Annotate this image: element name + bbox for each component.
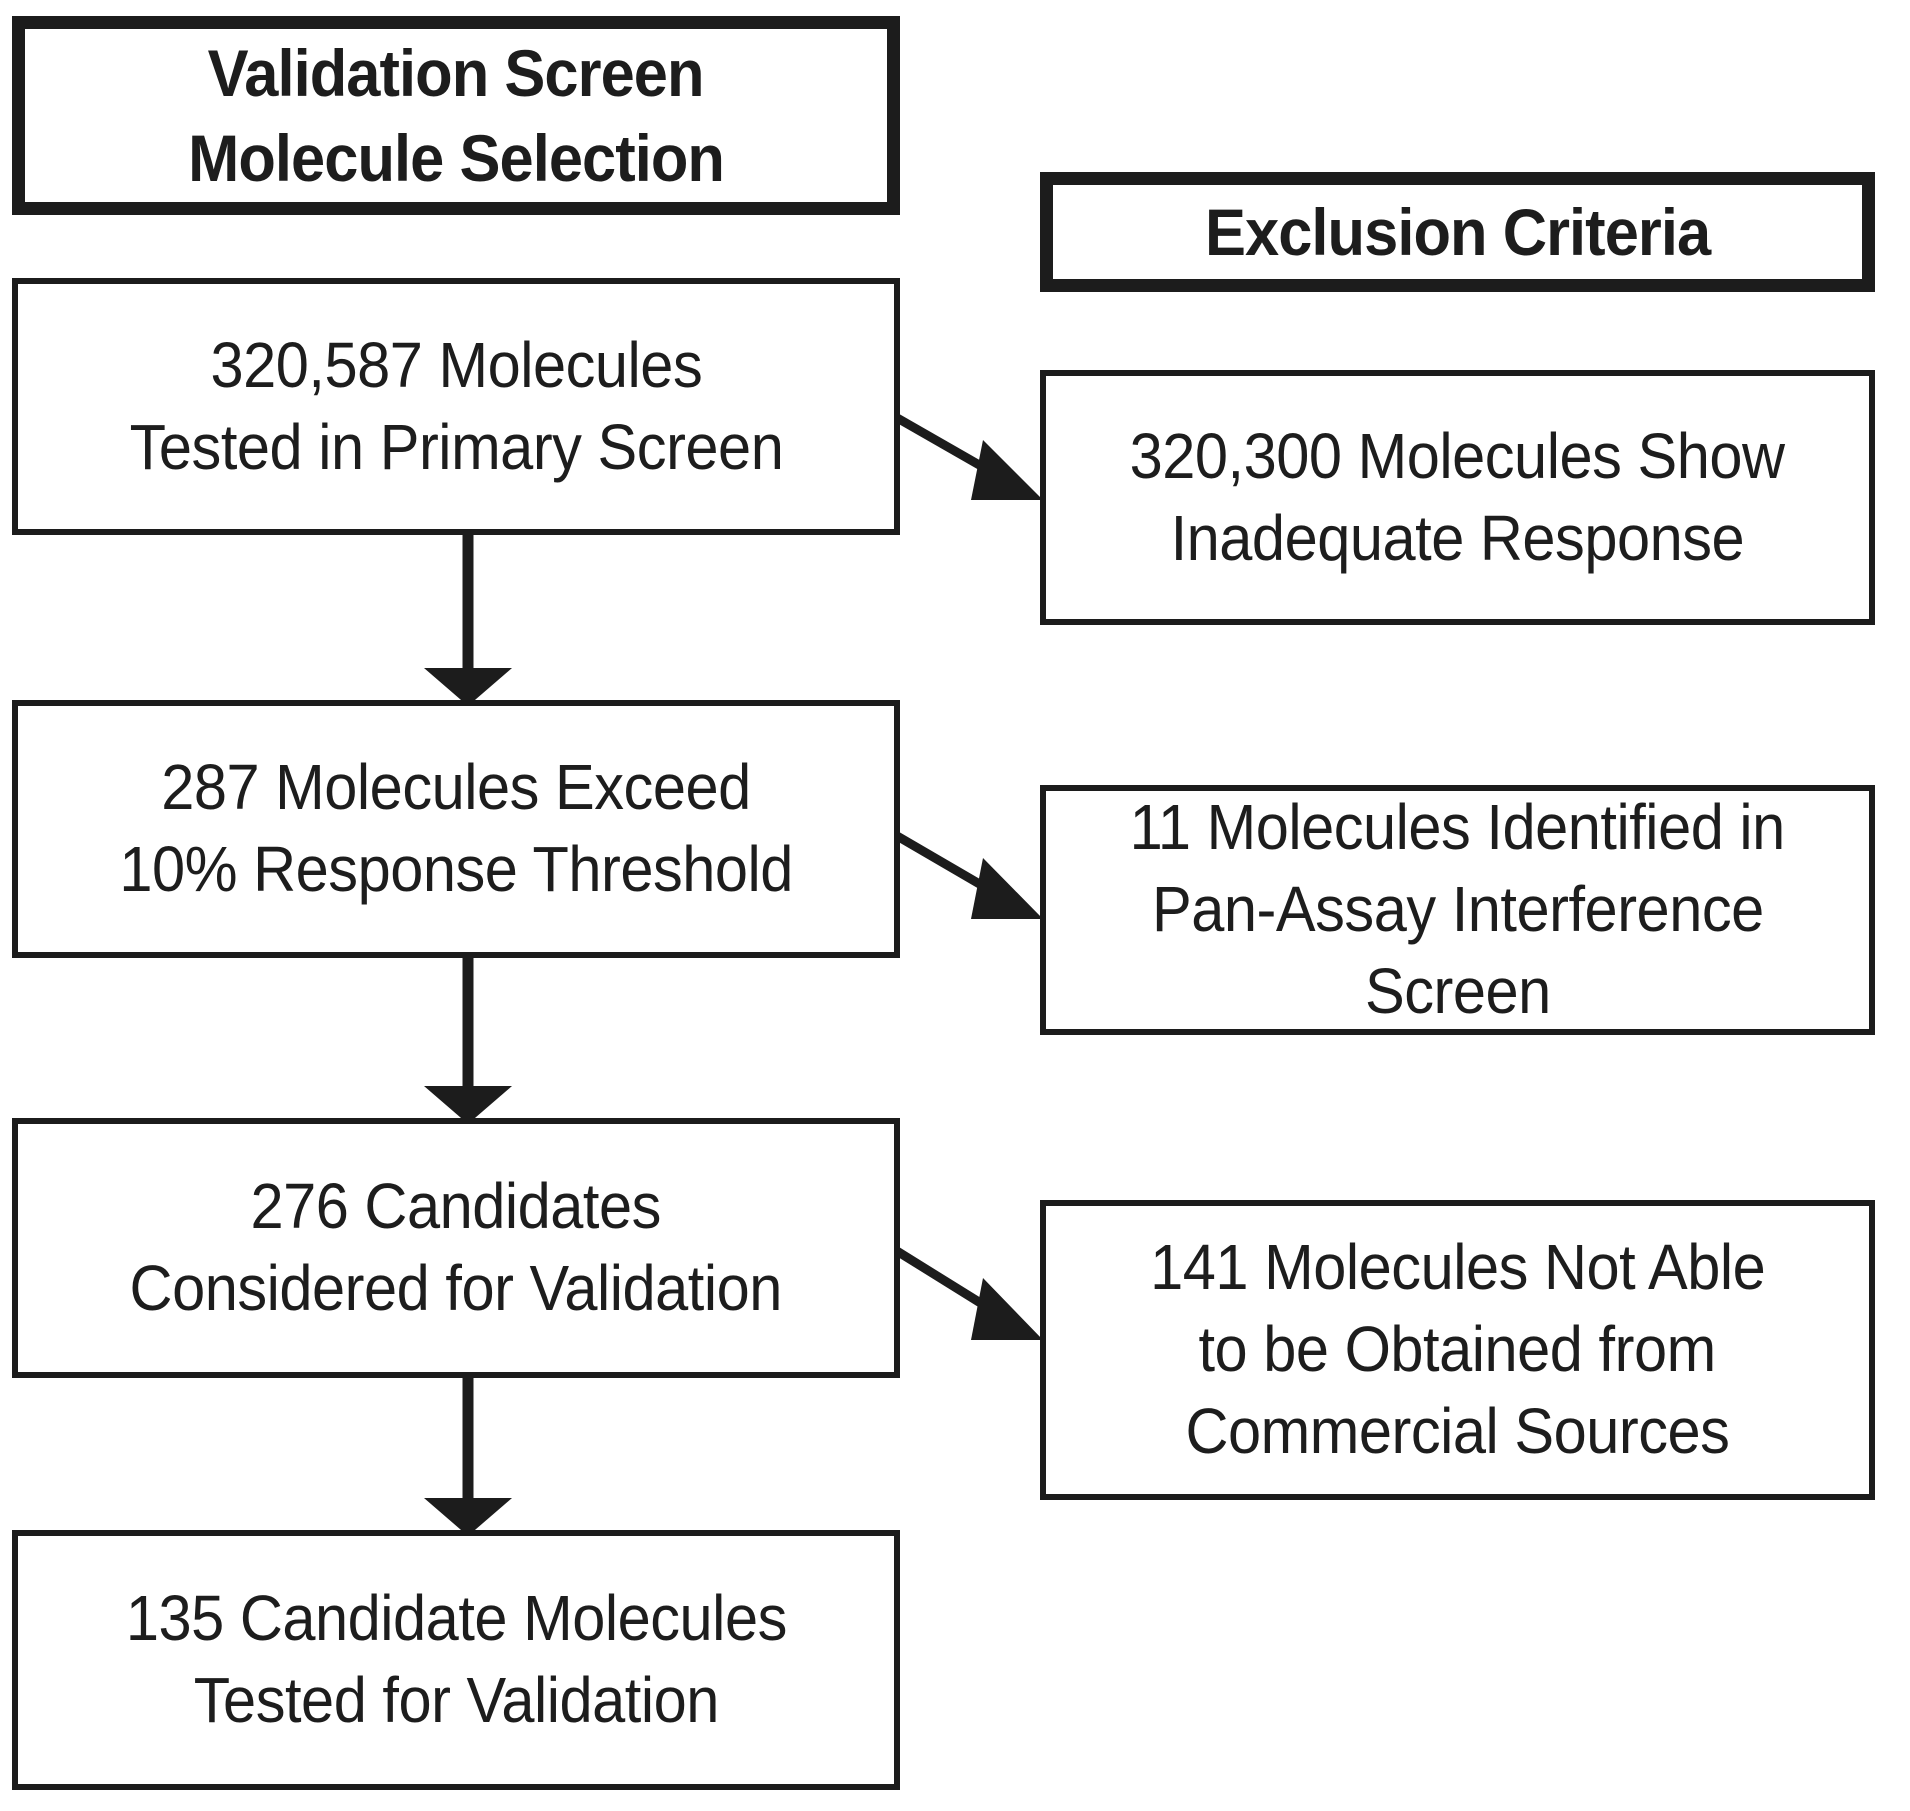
step-3-line-1: 276 Candidates	[250, 1170, 662, 1243]
exclusion-3-line-1: 141 Molecules Not Able	[1149, 1231, 1766, 1304]
step-3-line-2: Considered for Validation	[129, 1252, 783, 1324]
arrow-step3-to-exclusion3	[889, 1244, 1043, 1340]
arrow-step2-to-step3	[424, 958, 512, 1124]
step-2-line-2: 10% Response Threshold	[119, 833, 793, 905]
step-2-line-1: 287 Molecules Exceed	[161, 751, 751, 824]
arrow-step1-to-exclusion1	[889, 411, 1043, 500]
arrow-step3-to-step4	[424, 1378, 512, 1536]
left-column-header: Validation Screen Molecule Selection	[12, 16, 900, 215]
arrow-step2-to-exclusion2	[889, 829, 1043, 919]
step-node-3: 276 Candidates Considered for Validation	[12, 1118, 900, 1378]
step-4-line-2: Tested for Validation	[193, 1664, 719, 1736]
exclusion-node-1: 320,300 Molecules Show Inadequate Respon…	[1040, 370, 1875, 625]
exclusion-2-line-1: 11 Molecules Identified in	[1129, 791, 1786, 864]
exclusion-1-line-2: Inadequate Response	[1170, 501, 1745, 574]
exclusion-node-3: 141 Molecules Not Able to be Obtained fr…	[1040, 1200, 1875, 1500]
left-header-line-2: Molecule Selection	[188, 120, 725, 195]
right-column-header: Exclusion Criteria	[1040, 172, 1875, 292]
right-header-line-1: Exclusion Criteria	[1204, 194, 1711, 269]
exclusion-1-line-1: 320,300 Molecules Show	[1130, 419, 1785, 492]
exclusion-3-line-2: to be Obtained from	[1198, 1313, 1717, 1386]
step-node-4: 135 Candidate Molecules Tested for Valid…	[12, 1530, 900, 1790]
arrow-step1-to-step2	[424, 535, 512, 706]
exclusion-node-2: 11 Molecules Identified in Pan-Assay Int…	[1040, 785, 1875, 1035]
step-node-1: 320,587 Molecules Tested in Primary Scre…	[12, 278, 900, 535]
step-node-2: 287 Molecules Exceed 10% Response Thresh…	[12, 700, 900, 958]
step-4-line-1: 135 Candidate Molecules	[125, 1582, 787, 1655]
exclusion-3-line-3: Commercial Sources	[1185, 1394, 1730, 1467]
left-header-line-1: Validation Screen	[208, 36, 705, 111]
step-1-line-1: 320,587 Molecules	[210, 328, 702, 401]
exclusion-2-line-2: Pan-Assay Interference	[1151, 873, 1764, 946]
exclusion-2-line-3: Screen	[1364, 954, 1551, 1027]
step-1-line-2: Tested in Primary Screen	[129, 410, 783, 483]
